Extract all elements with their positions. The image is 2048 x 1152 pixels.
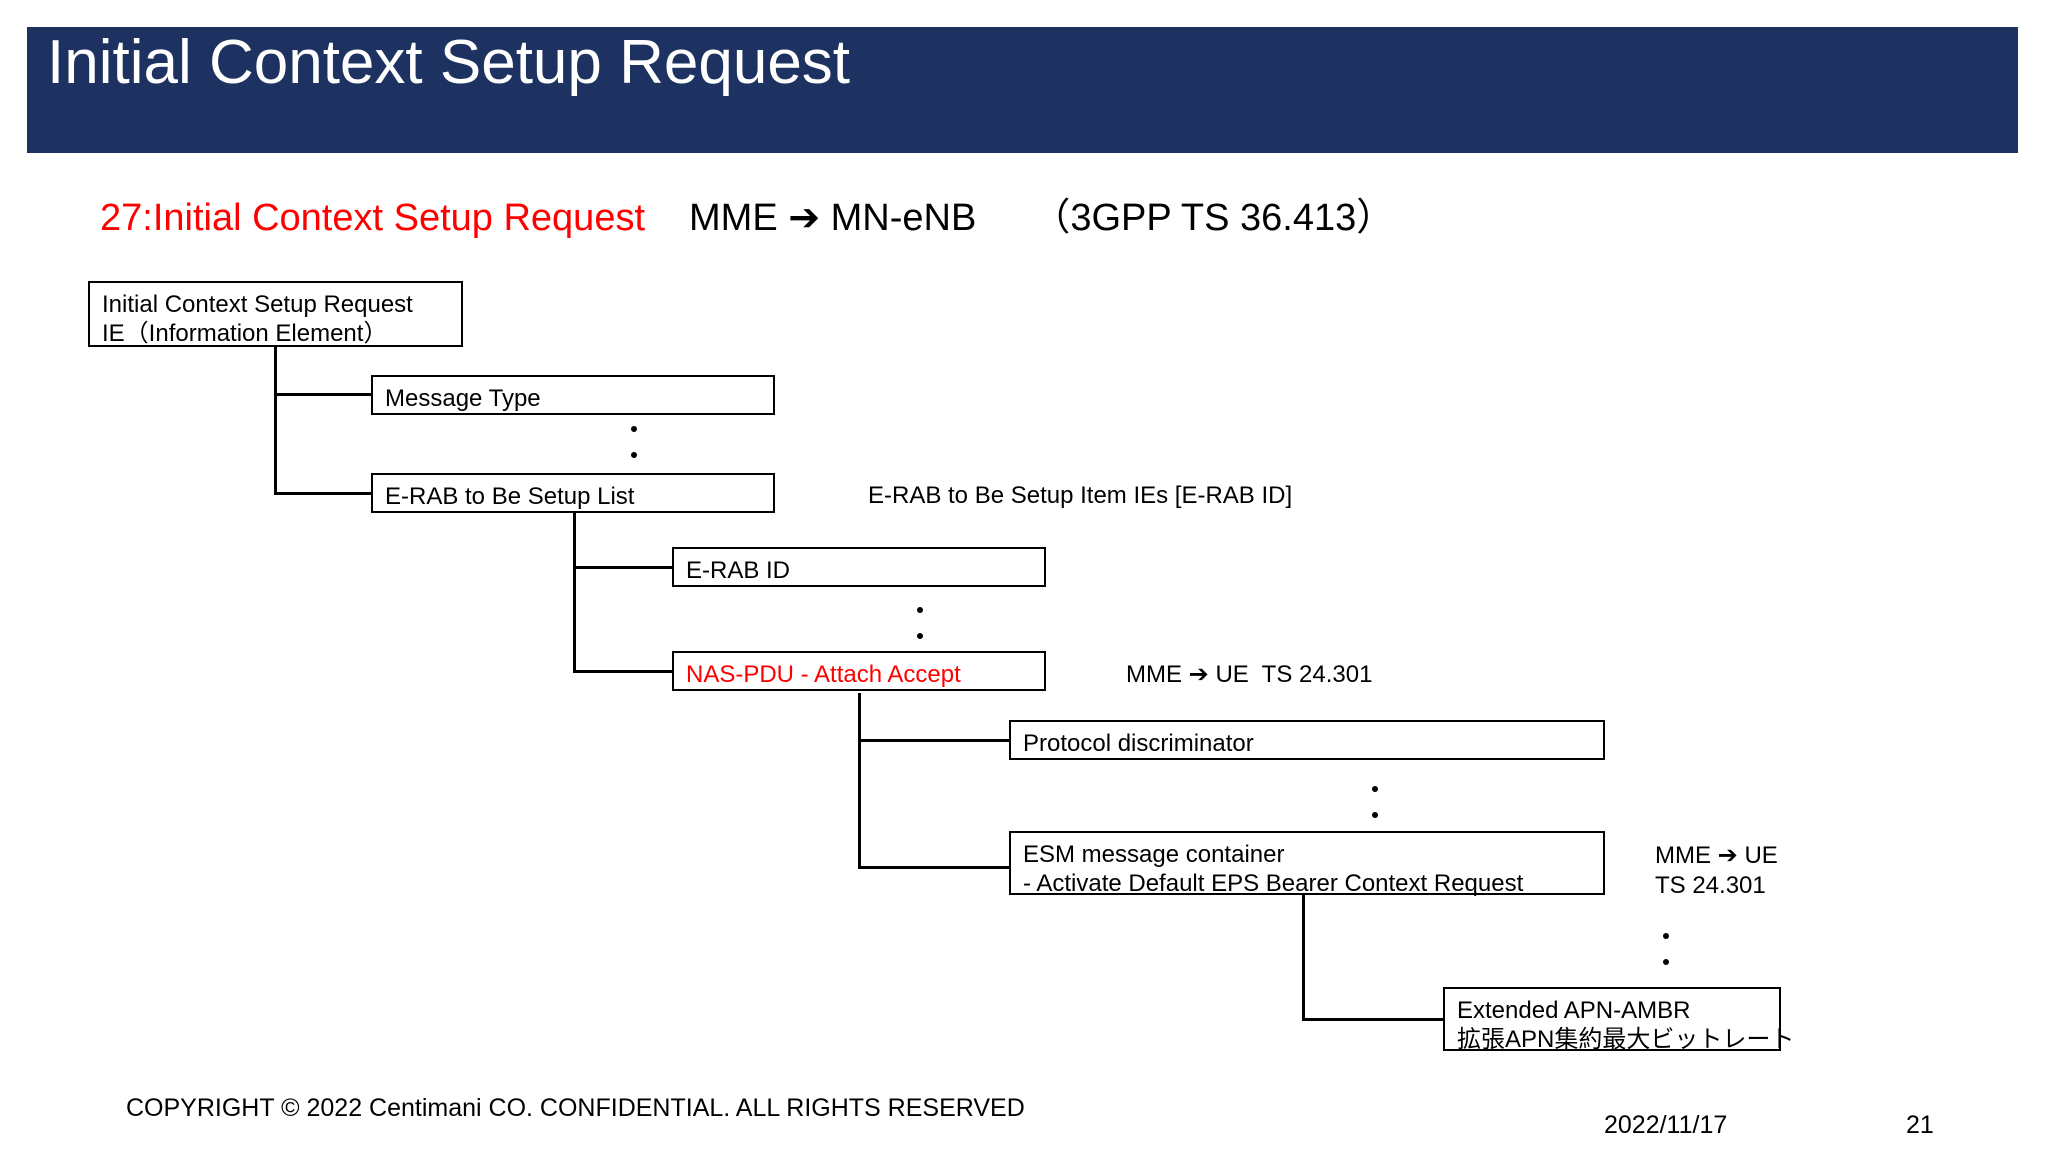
footer-page-number: 21 — [1906, 1111, 1934, 1139]
note-esm-direction: MME ➔ UE TS 24.301 — [1655, 842, 1778, 899]
connector-root-to-erab-list — [274, 492, 372, 495]
footer-date: 2022/11/17 — [1604, 1111, 1728, 1139]
connector-esm-to-extended-apn-ambr — [1302, 1018, 1444, 1021]
ellipsis-under-message-type — [631, 426, 637, 458]
box-initial-context-setup-request-ie[interactable]: Initial Context Setup Request IE（Informa… — [88, 281, 463, 347]
box-esm-message-container[interactable]: ESM message container - Activate Default… — [1009, 831, 1605, 897]
ellipsis-under-esm-note — [1663, 933, 1669, 965]
connector-root-to-message-type — [274, 393, 372, 396]
footer-copyright: COPYRIGHT © 2022 Centimani CO. CONFIDENT… — [126, 1094, 1025, 1122]
connector-nas-pdu-to-protocol-discriminator — [858, 739, 1010, 742]
note-erab-item-ies: E-RAB to Be Setup Item IEs [E-RAB ID] — [868, 482, 1293, 509]
box-erab-id[interactable]: E-RAB ID — [672, 547, 1046, 587]
box-erab-to-be-setup-list[interactable]: E-RAB to Be Setup List — [371, 473, 775, 513]
connector-root-trunk — [274, 345, 277, 495]
slide-title-bar — [27, 27, 2018, 153]
subheading-step-label: 27:Initial Context Setup Request — [100, 197, 646, 239]
box-extended-apn-ambr[interactable]: Extended APN-AMBR 拡張APN集約最大ビットレート — [1443, 987, 1794, 1053]
ellipsis-under-erab-id — [917, 607, 923, 639]
box-nas-pdu-attach-accept[interactable]: NAS-PDU - Attach Accept — [672, 651, 1046, 691]
slide-title: Initial Context Setup Request — [47, 28, 851, 97]
connector-erab-list-trunk — [573, 513, 576, 673]
connector-nas-pdu-to-esm — [858, 866, 1010, 869]
note-nas-pdu-direction: MME ➔ UE TS 24.301 — [1126, 661, 1373, 688]
connector-nas-pdu-trunk — [858, 693, 861, 869]
box-protocol-discriminator[interactable]: Protocol discriminator — [1009, 720, 1605, 760]
ellipsis-under-protocol-discriminator — [1372, 786, 1378, 818]
connector-erab-list-to-erab-id — [573, 566, 673, 569]
connector-erab-list-to-nas-pdu — [573, 670, 673, 673]
box-message-type[interactable]: Message Type — [371, 375, 775, 415]
subheading-spec: （3GPP TS 36.413） — [1032, 197, 1395, 239]
connector-esm-trunk — [1302, 894, 1305, 1021]
subheading-row: 27:Initial Context Setup Request MME ➔ MN… — [100, 196, 1394, 240]
subheading-flow: MME ➔ MN-eNB — [689, 197, 977, 239]
